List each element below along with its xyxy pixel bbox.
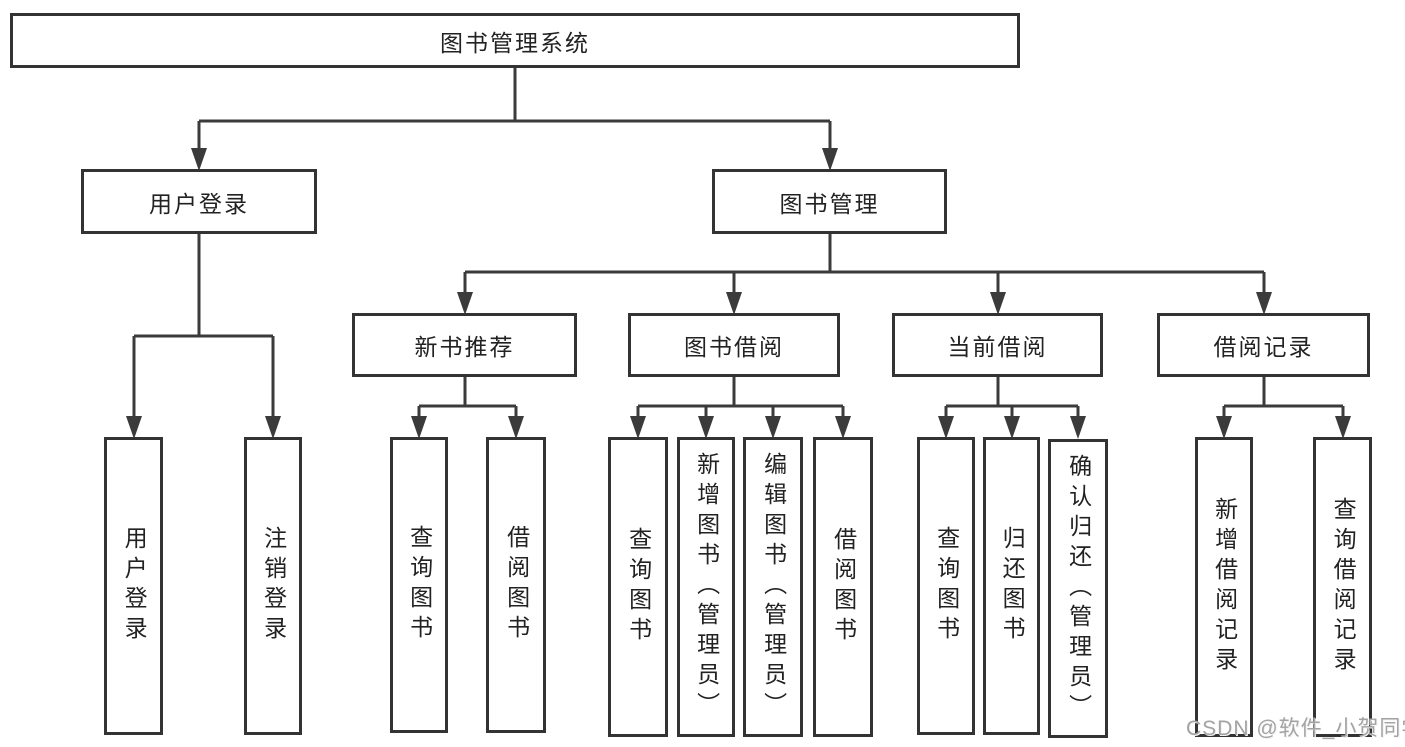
leaf-cb-return-books: 归还图书: [983, 437, 1040, 735]
csdn-watermark: CSDN @软件_小贺同学: [1186, 717, 1405, 740]
node-new-book-recommend: 新书推荐: [352, 313, 577, 377]
leaf-rec-borrow-books: 借阅图书: [486, 437, 546, 733]
leaf-bb-query-books: 查询图书: [608, 437, 668, 737]
leaf-bb-borrow-books: 借阅图书: [813, 437, 873, 737]
node-label: 新书推荐: [414, 334, 515, 360]
node-label: 查询图书: [933, 526, 960, 646]
node-label: 归还图书: [999, 526, 1026, 646]
leaf-user-login: 用户登录: [104, 437, 163, 735]
node-label: 借阅记录: [1213, 334, 1314, 360]
node-book-borrowing: 图书借阅: [628, 313, 840, 377]
leaf-cb-confirm-return-admin: 确认归还（管理员）: [1048, 439, 1108, 738]
node-label: 用户登录: [121, 526, 148, 646]
leaf-logout: 注销登录: [244, 437, 302, 735]
node-label: 查询借阅记录: [1330, 497, 1357, 677]
node-label: 图书借阅: [684, 334, 784, 360]
node-label: 查询图书: [625, 527, 652, 647]
node-label: 确认归还（管理员）: [1065, 453, 1092, 724]
node-label: 当前借阅: [947, 334, 1048, 360]
node-book-management: 图书管理: [712, 169, 947, 234]
leaf-bb-add-books-admin: 新增图书（管理员）: [677, 437, 735, 737]
node-current-borrowing: 当前借阅: [892, 313, 1103, 377]
node-label: 注销登录: [260, 526, 287, 646]
node-label: 图书管理: [779, 190, 880, 217]
node-label: 编辑图书（管理员）: [760, 452, 787, 722]
node-label: 查询图书: [406, 525, 433, 645]
node-label: 用户登录: [149, 190, 249, 217]
leaf-bb-edit-books-admin: 编辑图书（管理员）: [743, 437, 803, 737]
node-label: 图书管理系统: [440, 29, 590, 56]
leaf-br-add-record: 新增借阅记录: [1195, 437, 1253, 737]
node-label: 新增图书（管理员）: [693, 452, 720, 722]
leaf-cb-query-books: 查询图书: [917, 437, 975, 735]
leaf-br-query-record: 查询借阅记录: [1313, 437, 1372, 737]
node-user-login: 用户登录: [81, 169, 317, 234]
node-label: 借阅图书: [830, 527, 857, 647]
leaf-rec-query-books: 查询图书: [390, 437, 448, 733]
node-label: 借阅图书: [503, 525, 530, 645]
node-label: 新增借阅记录: [1211, 497, 1238, 677]
node-root-system: 图书管理系统: [10, 13, 1020, 68]
node-borrowing-records: 借阅记录: [1157, 313, 1370, 377]
